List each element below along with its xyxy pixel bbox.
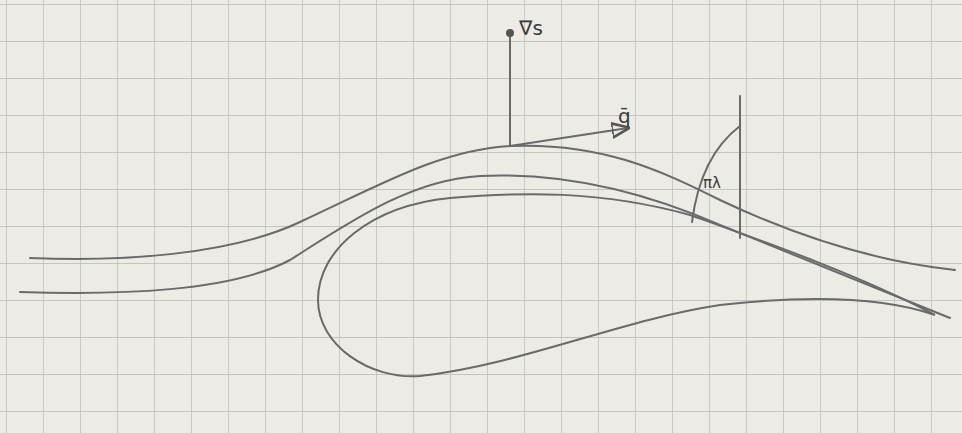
streamline: [20, 175, 950, 318]
reference-line: [739, 96, 741, 238]
vector-label: q̄: [618, 106, 631, 126]
velocity-vector: [510, 128, 628, 146]
vector-tip: [506, 29, 514, 37]
airfoil: [318, 194, 935, 376]
gradient-label: ∇s: [519, 18, 543, 38]
streamline: [30, 146, 955, 270]
angle-label: πλ: [703, 176, 721, 191]
gradient-vector: [509, 34, 511, 146]
angle-arc: [692, 126, 740, 222]
